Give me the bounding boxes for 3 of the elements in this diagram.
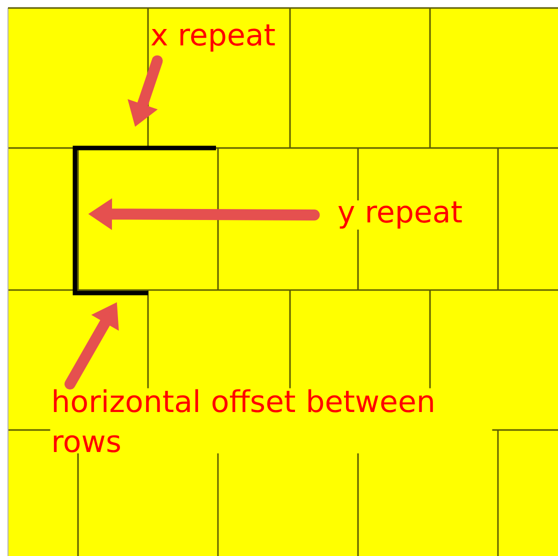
text-label: x repeat [149,23,277,53]
text-label: horizontal offset between rows [50,388,492,454]
text-label: y repeat [336,200,464,230]
